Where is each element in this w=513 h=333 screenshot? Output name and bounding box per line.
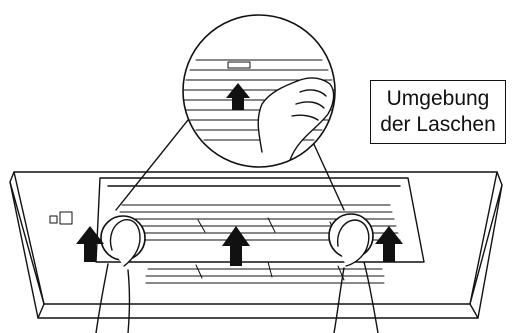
callout-label-box: Umgebung der Laschen (370, 80, 506, 144)
magnifier-circle-icon (183, 15, 335, 167)
callout-line-1: Umgebung (387, 86, 490, 112)
callout-line-2: der Laschen (380, 112, 496, 138)
front-panel (10, 172, 502, 318)
